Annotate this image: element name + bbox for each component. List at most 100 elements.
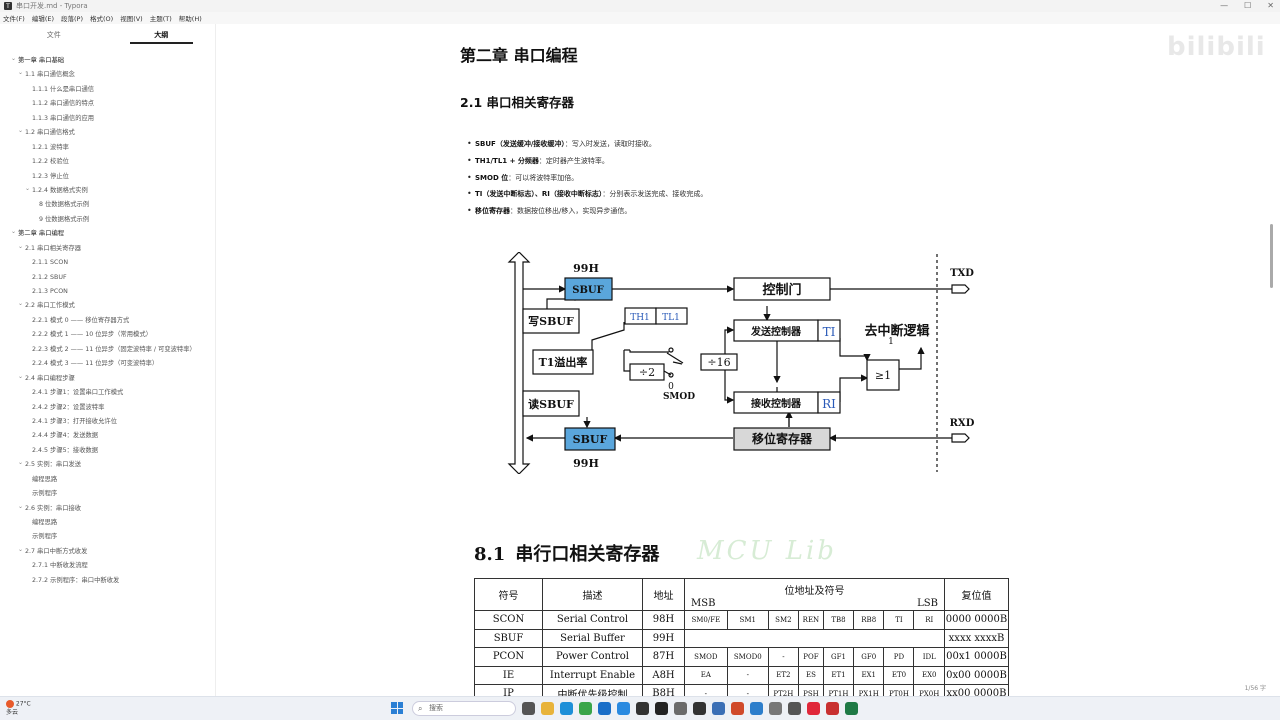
terminal-icon[interactable] xyxy=(636,702,649,715)
menu-paragraph[interactable]: 段落(P) xyxy=(61,15,83,23)
chevron-down-icon[interactable]: ⌄ xyxy=(18,69,24,77)
outline-item[interactable]: 2.2.3 模式 2 —— 11 位异步（固定波特率 / 可变波特率） xyxy=(0,343,215,357)
outline-item[interactable]: ⌄1.2.4 数据格式实例 xyxy=(0,184,215,198)
obs-icon[interactable] xyxy=(693,702,706,715)
chevron-down-icon[interactable]: ⌄ xyxy=(18,372,24,380)
chevron-down-icon[interactable]: ⌄ xyxy=(25,184,31,192)
outline-item[interactable]: ⌄1.2 串口通信格式 xyxy=(0,126,215,140)
menu-help[interactable]: 帮助(H) xyxy=(178,15,202,23)
outline-item[interactable]: 2.4.4 步骤4：发送数据 xyxy=(0,429,215,443)
outline-item[interactable]: 示例程序 xyxy=(0,530,215,544)
notepad-icon[interactable] xyxy=(674,702,687,715)
one-label: 1 xyxy=(888,337,894,347)
outline-item[interactable]: 2.2.2 模式 1 —— 10 位异步（常用模式） xyxy=(0,328,215,342)
outline-item-label: 2.2.4 模式 3 —— 11 位异步（可变波特率） xyxy=(32,360,159,368)
outline-item[interactable]: 2.2.1 模式 0 —— 移位寄存器方式 xyxy=(0,314,215,328)
tab-files[interactable]: 文件 xyxy=(46,31,61,39)
outline-item[interactable]: 1.2.2 校验位 xyxy=(0,155,215,169)
menu-edit[interactable]: 编辑(E) xyxy=(31,15,54,23)
outline-item-label: 2.4.1 步骤3：打开接收允许位 xyxy=(32,417,117,425)
explorer-icon[interactable] xyxy=(541,702,554,715)
outline-item[interactable]: 9 位数据格式示例 xyxy=(0,213,215,227)
outline-item[interactable]: 编程思路 xyxy=(0,516,215,530)
outline-item[interactable]: 2.2.4 模式 3 —— 11 位异步（可变波特率） xyxy=(0,357,215,371)
rx-controller-label: 接收控制器 xyxy=(751,397,802,410)
sbuf-top-address: 99H xyxy=(573,262,599,275)
chevron-down-icon[interactable]: ⌄ xyxy=(11,55,17,62)
serial-block-diagram[interactable]: 99H SBUF 控制门 写SBUF TH1 TL1 发送控制器 TI 去中断逻… xyxy=(497,251,977,475)
outline-item[interactable]: 2.1.3 PCON xyxy=(0,285,215,299)
outline-item[interactable]: 1.2.1 波特率 xyxy=(0,141,215,155)
register-bullet-list[interactable]: SBUF（发送缓冲/接收缓冲）：写入时发送，读取时接收。 TH1/TL1 + 分… xyxy=(467,136,707,220)
outline-item[interactable]: ⌄2.1 串口相关寄存器 xyxy=(0,242,215,256)
vertical-scrollbar[interactable] xyxy=(1270,224,1273,288)
outline-item[interactable]: ⌄2.6 实例：串口接收 xyxy=(0,502,215,516)
menu-file[interactable]: 文件(F) xyxy=(3,15,25,23)
edge-icon[interactable] xyxy=(560,702,573,715)
menu-view[interactable]: 视图(V) xyxy=(120,15,143,23)
outline-item[interactable]: 2.1.2 SBUF xyxy=(0,271,215,285)
outline-item[interactable]: 2.7.1 中断收发流程 xyxy=(0,559,215,573)
outline-item[interactable]: ⌄2.4 串口编程步骤 xyxy=(0,372,215,386)
menu-format[interactable]: 格式(O) xyxy=(90,15,114,23)
keil-icon[interactable] xyxy=(712,702,725,715)
outline-item[interactable]: 2.7.2 示例程序：串口中断收发 xyxy=(0,574,215,588)
table-cell: PCON xyxy=(474,647,543,667)
taskbar-search-input[interactable]: ⌕ 搜索 xyxy=(412,701,516,716)
heading-h2[interactable]: 2.1 串口相关寄存器 xyxy=(460,95,574,110)
outline-item[interactable]: ⌄1.1 串口通信概念 xyxy=(0,68,215,82)
close-icon[interactable]: ✕ xyxy=(1267,1,1274,10)
sidebar-tabs: 文件 大纲 xyxy=(0,24,215,46)
outline-item[interactable]: 2.4.5 步骤5：接收数据 xyxy=(0,444,215,458)
typora-taskbar-icon[interactable] xyxy=(655,702,668,715)
youdao-icon[interactable] xyxy=(807,702,820,715)
maximize-icon[interactable]: ☐ xyxy=(1244,1,1252,10)
chrome-icon[interactable] xyxy=(579,702,592,715)
outline-item[interactable]: 示例程序 xyxy=(0,487,215,501)
word-count[interactable]: 1/56 字 xyxy=(1244,685,1266,692)
outline-item[interactable]: 2.4.2 步骤2：设置波特率 xyxy=(0,401,215,415)
excel-icon[interactable] xyxy=(845,702,858,715)
task-view-icon[interactable] xyxy=(522,702,535,715)
weather-widget[interactable]: 27°C 多云 xyxy=(6,700,31,717)
outline-item[interactable]: 8 位数据格式示例 xyxy=(0,198,215,212)
outline-item[interactable]: 2.4.1 步骤1：设置串口工作模式 xyxy=(0,386,215,400)
outline-item[interactable]: 1.2.3 停止位 xyxy=(0,170,215,184)
chevron-down-icon[interactable]: ⌄ xyxy=(11,228,17,236)
settings-icon[interactable] xyxy=(788,702,801,715)
camera-icon[interactable] xyxy=(769,702,782,715)
powerpoint-icon[interactable] xyxy=(731,702,744,715)
table-cell: IE xyxy=(474,665,543,685)
chevron-down-icon[interactable]: ⌄ xyxy=(18,300,24,308)
outline-item[interactable]: ⌄2.7 串口中断方式收发 xyxy=(0,545,215,559)
minimize-icon[interactable]: — xyxy=(1220,1,1229,10)
outline-item[interactable]: ⌄2.2 串口工作模式 xyxy=(0,299,215,313)
mail-icon[interactable] xyxy=(598,702,611,715)
document-area[interactable]: bilibili 第二章 串口编程 2.1 串口相关寄存器 SBUF（发送缓冲/… xyxy=(217,24,1275,696)
outline-item[interactable]: 1.1.2 串口通信的特点 xyxy=(0,97,215,111)
chevron-down-icon[interactable]: ⌄ xyxy=(18,502,24,510)
wps-icon[interactable] xyxy=(826,702,839,715)
windows-start-icon[interactable] xyxy=(391,702,403,714)
outline-item[interactable]: ⌄2.5 实例：串口发送 xyxy=(0,458,215,472)
chevron-down-icon[interactable]: ⌄ xyxy=(18,242,24,250)
outline-item[interactable]: ⌄第二章 串口编程 xyxy=(0,227,215,241)
vscode-icon[interactable] xyxy=(617,702,630,715)
heading-h1[interactable]: 第二章 串口编程 xyxy=(460,46,578,65)
outline-item[interactable]: 2.1.1 SCON xyxy=(0,256,215,270)
outline-item[interactable]: 编程思路 xyxy=(0,473,215,487)
chevron-down-icon[interactable]: ⌄ xyxy=(18,545,24,553)
outline-item[interactable]: 1.1.1 什么是串口通信 xyxy=(0,83,215,97)
outline-item[interactable]: 2.4.1 步骤3：打开接收允许位 xyxy=(0,415,215,429)
tab-outline[interactable]: 大纲 xyxy=(108,24,216,46)
remote-desktop-icon[interactable] xyxy=(750,702,763,715)
window-title: 串口开发.md - Typora xyxy=(16,2,88,10)
outline-item[interactable]: 1.1.3 串口通信的应用 xyxy=(0,112,215,126)
chevron-down-icon[interactable]: ⌄ xyxy=(18,127,24,135)
outline-item[interactable]: ⌄第一章 串口基础 xyxy=(0,54,215,68)
chevron-down-icon[interactable]: ⌄ xyxy=(18,459,24,467)
menu-theme[interactable]: 主题(T) xyxy=(149,15,172,23)
